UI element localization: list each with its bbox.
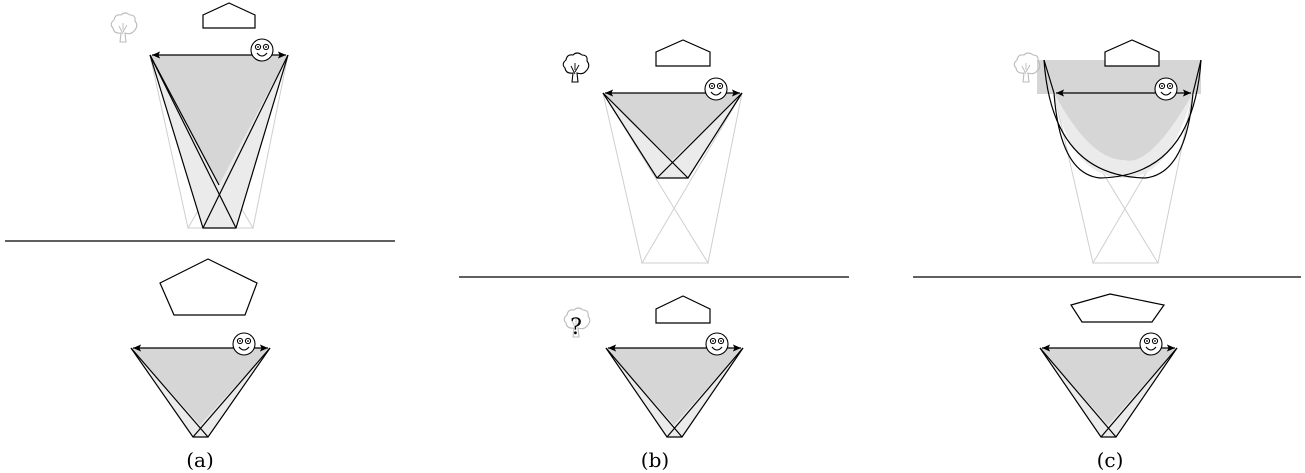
caption-b: (b)	[641, 448, 669, 472]
caption-a: (a)	[186, 448, 214, 472]
panel-a: (a)	[5, 2, 395, 472]
view-lines	[149, 54, 289, 229]
view-lines	[130, 347, 271, 438]
house-icon	[655, 39, 711, 67]
panel-b: ? (b)	[459, 39, 849, 472]
smiley-icon	[1154, 77, 1178, 101]
smiley-icon	[705, 332, 729, 356]
caption-c: (c)	[1097, 448, 1124, 472]
view-cone-core	[150, 55, 288, 185]
tree-icon	[562, 52, 590, 83]
view-lines	[1043, 59, 1202, 179]
view-cone-core	[606, 348, 743, 425]
view-cone-core	[1054, 93, 1193, 161]
smiley-icon	[1139, 332, 1163, 356]
house-icon	[655, 295, 711, 324]
pentagon-icon	[1070, 293, 1166, 323]
smiley-icon	[704, 77, 728, 101]
view-lines	[602, 92, 743, 179]
tree-icon	[1013, 52, 1041, 83]
view-lines	[605, 347, 744, 438]
smiley-icon	[232, 332, 256, 356]
smiley-icon	[250, 38, 274, 62]
pentagon-icon	[159, 258, 258, 316]
house-icon	[202, 2, 256, 29]
panel-c: (c)	[913, 39, 1301, 472]
view-cone-core	[1040, 348, 1177, 425]
view-cone-core	[603, 93, 742, 160]
house-icon	[1104, 39, 1160, 67]
view-lines	[1039, 347, 1178, 438]
tree-icon	[110, 12, 138, 43]
view-cone-core	[131, 348, 270, 425]
faint-views	[602, 92, 743, 265]
unknown-mark: ?	[570, 315, 582, 340]
